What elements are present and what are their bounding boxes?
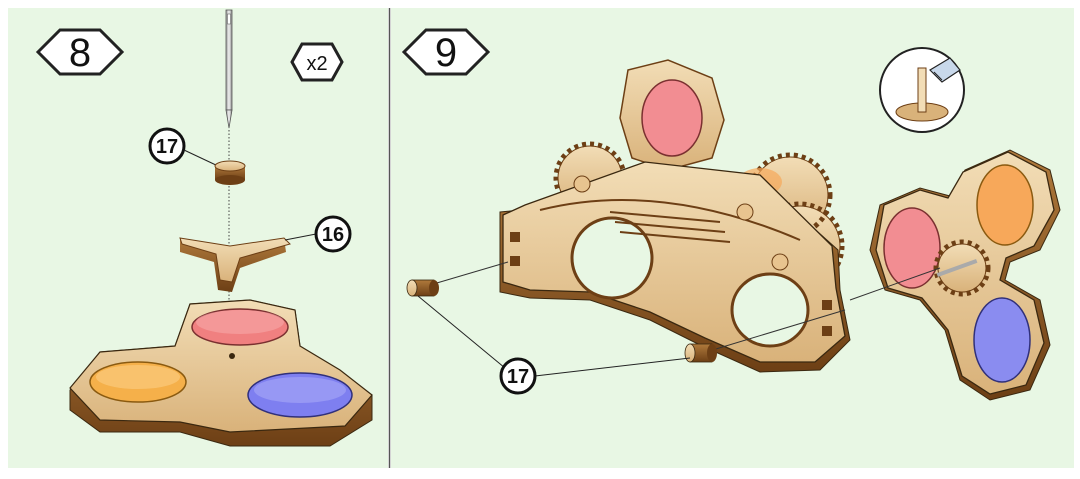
- part-17-washer-left: [407, 280, 439, 296]
- left-eye-opening: [572, 218, 652, 298]
- needle-icon: [226, 10, 232, 128]
- step-9-number: 9: [435, 31, 457, 75]
- side-lens-blue: [974, 298, 1030, 382]
- part-17-washer: [215, 161, 245, 185]
- glue-applicator-icon: [880, 48, 964, 132]
- part-17-washer-right: [685, 344, 717, 362]
- multiplier-badge: x2: [292, 44, 342, 80]
- step-8-number: 8: [69, 31, 91, 75]
- multiplier-label: x2: [306, 53, 327, 75]
- callout-17-label: 17: [156, 136, 178, 158]
- callout-16-label: 16: [322, 224, 344, 246]
- lens-red-top: [642, 80, 702, 156]
- side-lens-red: [884, 208, 940, 288]
- callout-17-step9-label: 17: [507, 366, 529, 388]
- right-eye-opening: [732, 274, 808, 346]
- side-lens-orange: [977, 165, 1033, 245]
